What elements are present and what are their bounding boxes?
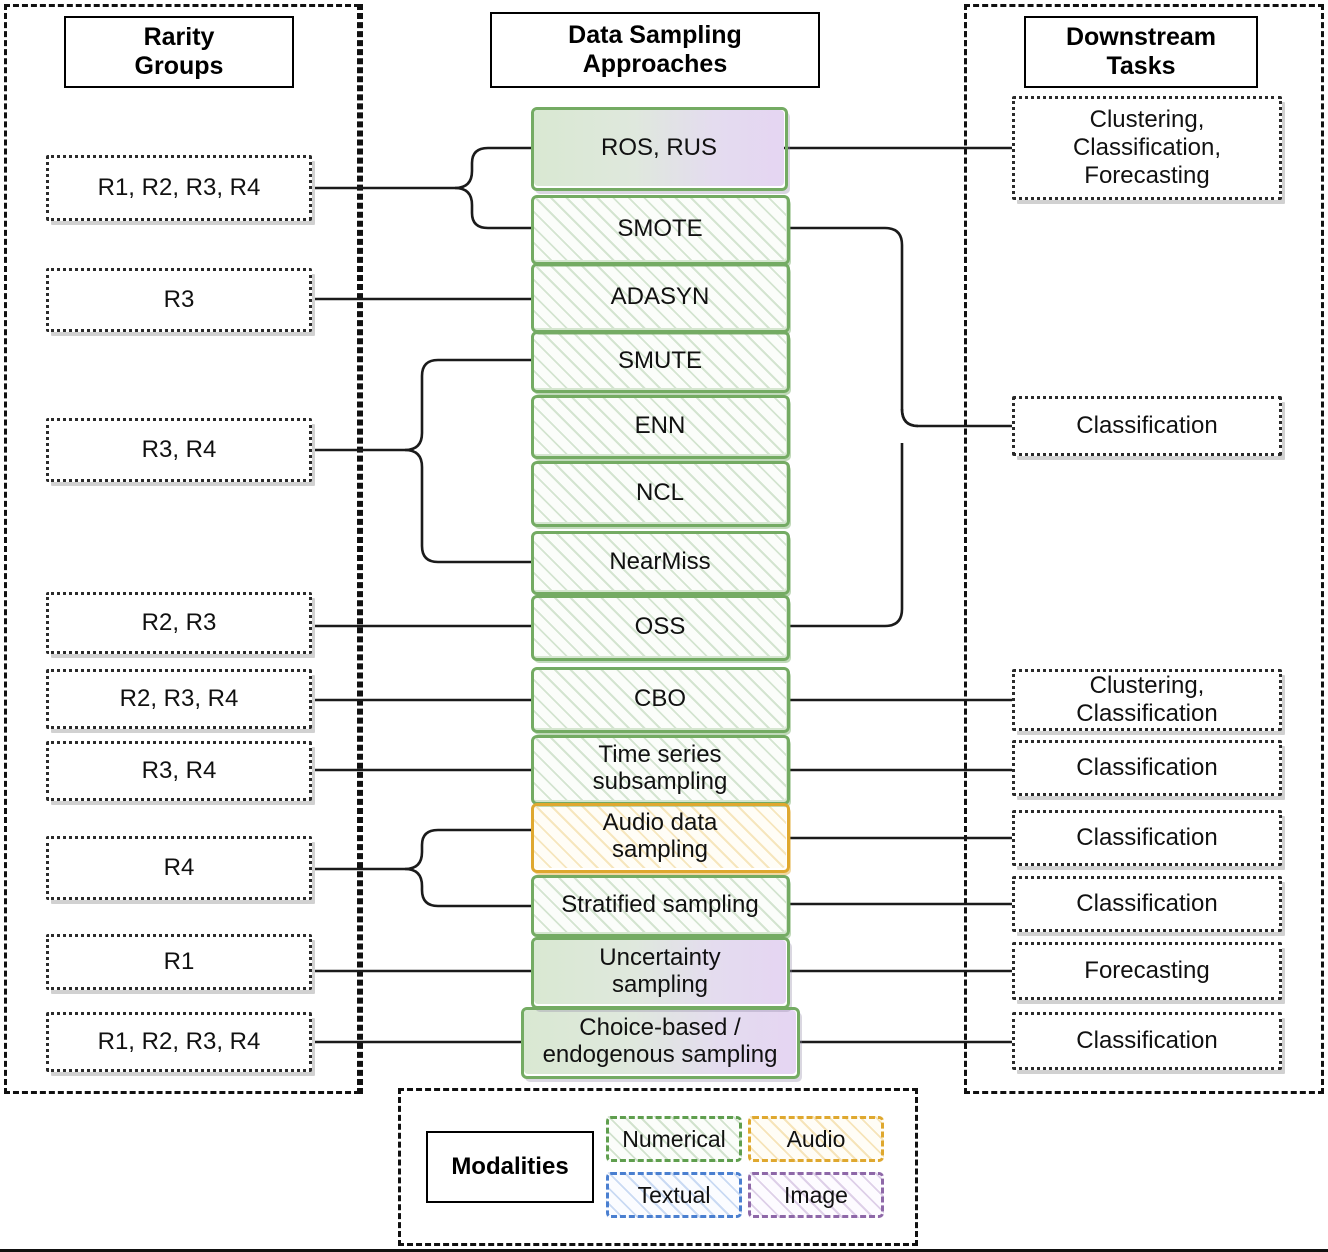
rarity-groups-header: Rarity Groups [64,16,294,88]
rarity-header-line1: Rarity [143,23,215,52]
downstream-task-label: Clustering,Classification,Forecasting [1072,105,1222,190]
legend-title-label: Modalities [451,1153,569,1180]
downstream-task-box[interactable]: Classification [1012,1012,1282,1070]
rarity-group-label: R2, R3, R4 [119,684,239,712]
legend-chip-textual[interactable]: Textual [606,1172,742,1218]
legend-chip-image[interactable]: Image [748,1172,884,1218]
downstream-task-label: Classification [1076,753,1218,781]
downstream-task-label: Classification [1076,1026,1218,1054]
sampling-approach-box[interactable]: OSS [531,595,790,661]
rarity-header-line2: Groups [134,52,224,80]
rarity-group-label: R3 [163,285,195,313]
sampling-approach-box[interactable]: SMUTE [531,331,790,393]
sampling-approach-label: ROS, RUS [600,133,717,161]
downstream-task-label: Classification [1076,411,1218,439]
sampling-approach-label: SMOTE [617,214,703,242]
legend-title-box: Modalities [426,1131,594,1203]
rarity-group-label: R1 [163,947,195,975]
legend-chip-label: Image [784,1181,848,1208]
sampling-approach-box[interactable]: CBO [531,667,790,733]
sampling-approach-box[interactable]: ADASYN [531,263,790,333]
legend-chip-label: Textual [637,1181,711,1208]
approaches-header-line2: Approaches [582,50,728,78]
downstream-task-box[interactable]: Classification [1012,396,1282,456]
sampling-approach-label: NCL [635,478,684,506]
tasks-header: Downstream Tasks [1024,16,1258,88]
legend-container [398,1088,918,1246]
downstream-task-label: Classification [1076,889,1218,917]
rarity-group-label: R3, R4 [141,756,217,784]
approaches-header-line1: Data Sampling [568,21,742,50]
sampling-approach-label: NearMiss [609,547,711,575]
sampling-approach-box[interactable]: Choice-based /endogenous sampling [521,1007,800,1079]
legend-chip-audio[interactable]: Audio [748,1116,884,1162]
sampling-approach-box[interactable]: SMOTE [531,195,790,265]
approaches-column-left-divider [360,4,363,1094]
sampling-approach-label: CBO [633,684,686,712]
tasks-header-line2: Tasks [1106,52,1176,80]
sampling-approach-label: OSS [634,612,686,640]
downstream-task-box[interactable]: Classification [1012,740,1282,796]
sampling-approach-box[interactable]: ENN [531,395,790,459]
sampling-approach-box[interactable]: NCL [531,461,790,527]
downstream-task-label: Clustering,Classification [1076,671,1218,727]
rarity-group-box[interactable]: R2, R3, R4 [46,669,312,729]
rarity-group-box[interactable]: R3, R4 [46,741,312,801]
sampling-approach-label: Choice-based /endogenous sampling [542,1014,778,1068]
rarity-groups-column [4,4,360,1094]
rarity-group-box[interactable]: R3 [46,268,312,332]
bottom-rule [0,1249,1328,1252]
sampling-approach-label: ADASYN [610,282,710,310]
approaches-header: Data Sampling Approaches [490,12,820,88]
sampling-approach-label: Stratified sampling [561,890,759,918]
rarity-group-box[interactable]: R2, R3 [46,592,312,654]
downstream-task-box[interactable]: Classification [1012,876,1282,932]
downstream-task-box[interactable]: Clustering,Classification,Forecasting [1012,96,1282,200]
tasks-column [964,4,1324,1094]
downstream-task-label: Classification [1076,823,1218,851]
sampling-approach-box[interactable]: NearMiss [531,531,790,595]
legend-chip-label: Audio [786,1125,846,1152]
rarity-group-box[interactable]: R1 [46,934,312,990]
sampling-approach-label: ENN [634,411,686,439]
downstream-task-box[interactable]: Forecasting [1012,942,1282,1000]
rarity-group-label: R2, R3 [141,608,217,636]
legend-chip-numerical[interactable]: Numerical [606,1116,742,1162]
rarity-group-box[interactable]: R1, R2, R3, R4 [46,155,312,221]
downstream-task-box[interactable]: Classification [1012,810,1282,866]
sampling-approach-box[interactable]: ROS, RUS [531,107,788,191]
downstream-task-box[interactable]: Clustering,Classification [1012,669,1282,731]
tasks-header-line1: Downstream [1065,23,1217,52]
rarity-group-box[interactable]: R3, R4 [46,418,312,482]
sampling-approach-label: SMUTE [618,346,702,374]
rarity-group-box[interactable]: R4 [46,836,312,900]
rarity-group-label: R3, R4 [141,435,217,463]
rarity-group-label: R1, R2, R3, R4 [97,173,261,201]
rarity-group-label: R1, R2, R3, R4 [97,1027,261,1055]
sampling-approach-box[interactable]: Stratified sampling [531,875,790,937]
downstream-task-label: Forecasting [1084,956,1210,984]
rarity-group-label: R4 [163,853,195,881]
legend-chip-label: Numerical [622,1125,726,1152]
rarity-group-box[interactable]: R1, R2, R3, R4 [46,1012,312,1072]
